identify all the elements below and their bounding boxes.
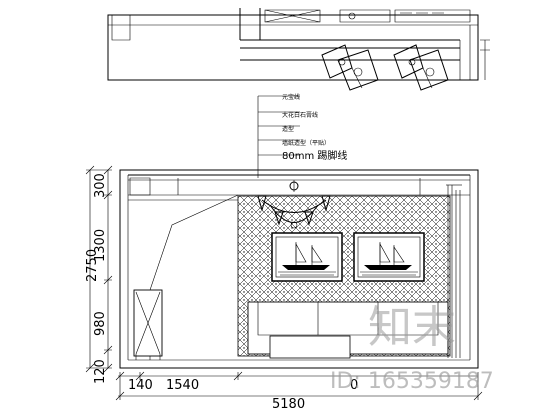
vertical-dimensions: 2750 300 1300 980 120 bbox=[85, 165, 113, 384]
chandelier-icon bbox=[257, 180, 331, 229]
dim-horizontal-seg-2: 1540 bbox=[166, 378, 199, 393]
annotation-leaders: 元宝线 大花白石膏线 造型 墙纸造型（平贴） 80mm 踢脚线 bbox=[257, 93, 347, 178]
annotation-4: 墙纸造型（平贴） bbox=[282, 139, 330, 147]
plan-view bbox=[107, 8, 490, 91]
watermark: 知末 ID: 165359187 bbox=[330, 302, 494, 394]
plan-chair-2 bbox=[393, 44, 449, 91]
watermark-id: ID: 165359187 bbox=[330, 369, 494, 394]
annotation-2: 大花白石膏线 bbox=[282, 111, 318, 119]
dim-horizontal-seg-3: 0 bbox=[350, 378, 358, 393]
dim-horizontal-total: 5180 bbox=[272, 397, 305, 412]
sofa bbox=[247, 301, 449, 359]
annotation-5: 80mm 踢脚线 bbox=[282, 149, 347, 162]
elevation-frame bbox=[119, 169, 479, 369]
horizontal-dimensions: 140 1540 0 5180 bbox=[115, 371, 483, 412]
dim-vertical-total: 2750 bbox=[85, 249, 100, 282]
dim-vertical-seg-3: 980 bbox=[93, 311, 108, 336]
annotation-1: 元宝线 bbox=[282, 93, 300, 101]
watermark-logo: 知末 bbox=[368, 302, 456, 353]
curtain bbox=[446, 184, 462, 358]
plan-chair-1 bbox=[321, 44, 379, 91]
painting-left bbox=[271, 232, 343, 282]
annotation-3: 造型 bbox=[282, 125, 294, 133]
painting-right bbox=[353, 232, 425, 282]
dim-horizontal-seg-1: 140 bbox=[128, 378, 153, 393]
dim-vertical-seg-4: 120 bbox=[93, 359, 108, 384]
dim-vertical-seg-2: 1300 bbox=[93, 229, 108, 262]
dim-vertical-seg-1: 300 bbox=[93, 173, 108, 198]
side-cabinet bbox=[133, 289, 163, 360]
